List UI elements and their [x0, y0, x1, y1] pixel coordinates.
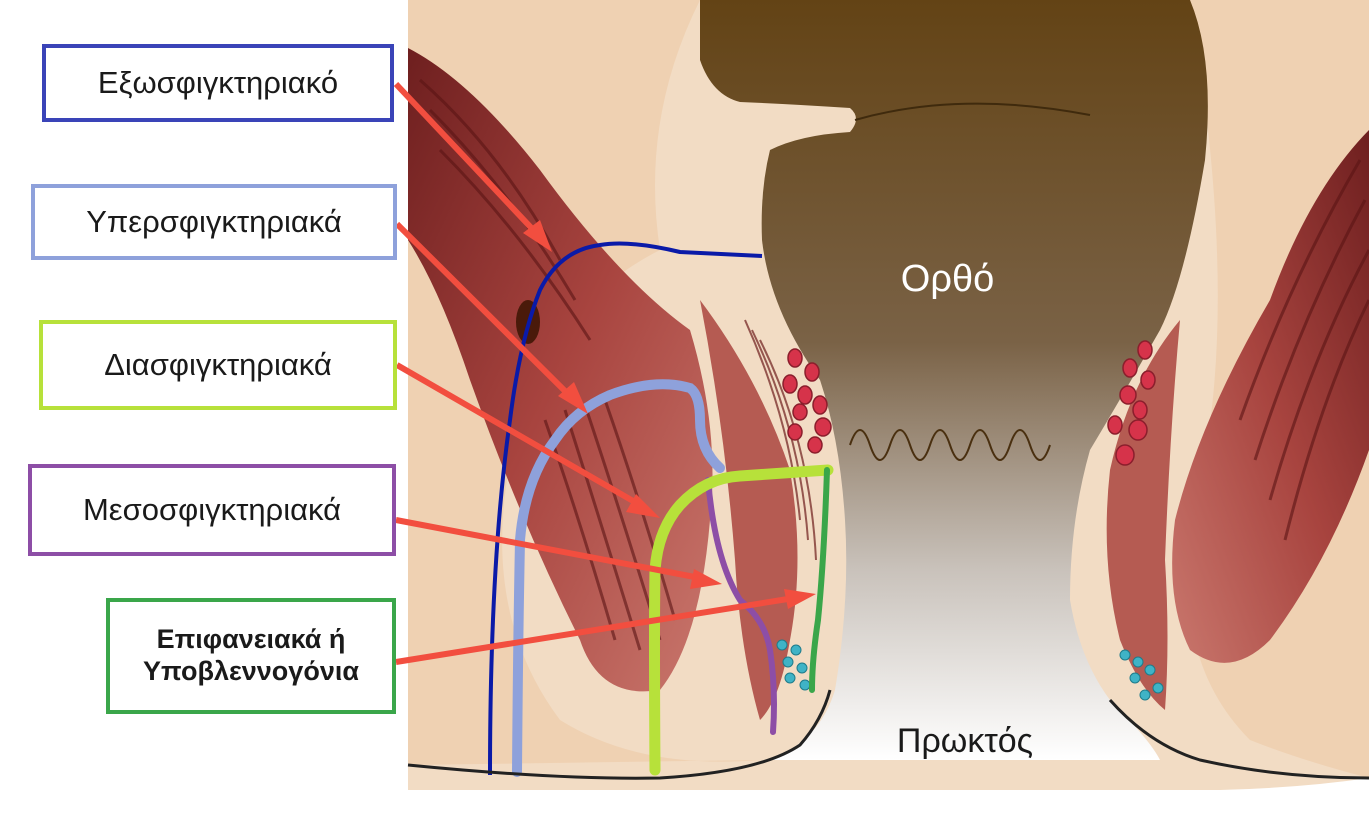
glands-left [782, 348, 832, 454]
rectum-label: Ορθό [900, 258, 995, 300]
label-extrasphincteric-text: Εξωσφιγκτηριακό [97, 64, 339, 100]
body-outline [407, 689, 832, 780]
levator-muscle-right [1172, 130, 1369, 663]
tract-suprasphincteric [512, 379, 725, 777]
muscle-fibers-right [1238, 159, 1369, 541]
levator-muscle-left [408, 48, 713, 692]
label-superficial: Επιφανειακά ή Υποβλεννογόνια [106, 598, 396, 714]
tract-superficial [809, 467, 830, 693]
label-transsphincteric: Διασφιγκτηριακά [39, 320, 397, 410]
pointer-arrows [393, 81, 816, 665]
label-intersphincteric: Μεσοσφιγκτηριακά [28, 464, 396, 556]
label-suprasphincteric: Υπερσφιγκτηριακά [31, 184, 397, 260]
rectum [700, 0, 1208, 760]
label-suprasphincteric-text: Υπερσφιγκτηριακά [86, 203, 342, 239]
mucosa-fold [849, 429, 1051, 461]
rectum-crease [854, 102, 1091, 121]
anus-label: Πρωκτός [896, 722, 1034, 760]
cysts-left [776, 639, 811, 691]
tract-intersphincteric [705, 477, 777, 735]
internal-sphincter-right [1106, 320, 1180, 710]
label-intersphincteric-text: Μεσοσφιγκτηριακά [82, 491, 342, 527]
label-extrasphincteric: Εξωσφιγκτηριακό [42, 44, 394, 122]
label-superficial-line2: Υποβλεννογόνια [143, 656, 359, 686]
tract-transsphincteric [649, 464, 834, 776]
label-transsphincteric-text: Διασφιγκτηριακά [104, 346, 332, 382]
tract-extrasphincteric [488, 241, 763, 776]
body-outline-right [1108, 699, 1369, 780]
label-superficial-line1: Επιφανειακά ή [156, 624, 346, 655]
internal-sphincter-left [700, 300, 798, 720]
cysts-right [1119, 649, 1164, 701]
glands-right [1107, 340, 1156, 466]
